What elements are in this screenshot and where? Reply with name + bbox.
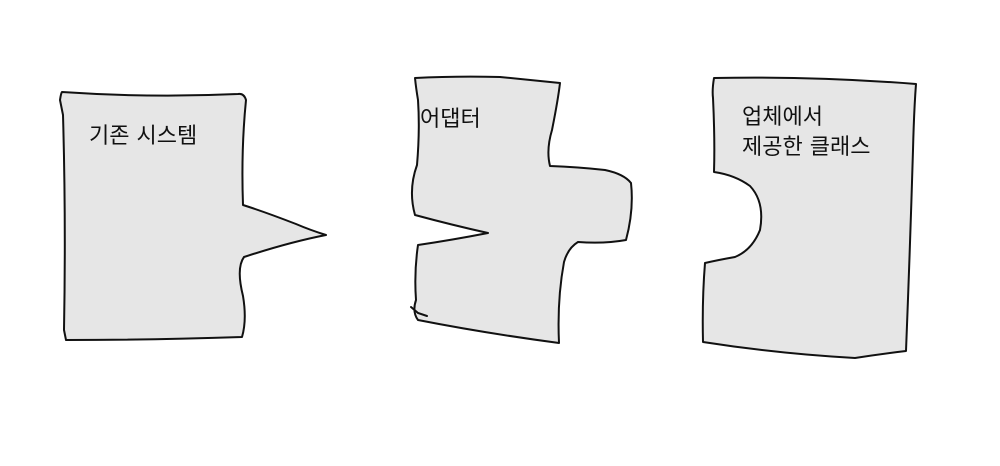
adapter-corner-mark (410, 306, 428, 317)
legacy-system-piece: 기존 시스템 (59, 91, 327, 341)
vendor-class-label-line2: 제공한 클래스 (742, 135, 870, 160)
vendor-class-piece: 업체에서 제공한 클래스 (701, 76, 917, 359)
vendor-class-label-line1: 업체에서 (742, 105, 823, 130)
legacy-system-label: 기존 시스템 (89, 124, 197, 149)
vendor-class-shape (701, 76, 917, 359)
legacy-system-shape (59, 91, 327, 341)
adapter-shape (411, 75, 633, 344)
adapter-label: 어댑터 (420, 107, 481, 132)
adapter-piece: 어댑터 (410, 75, 633, 344)
